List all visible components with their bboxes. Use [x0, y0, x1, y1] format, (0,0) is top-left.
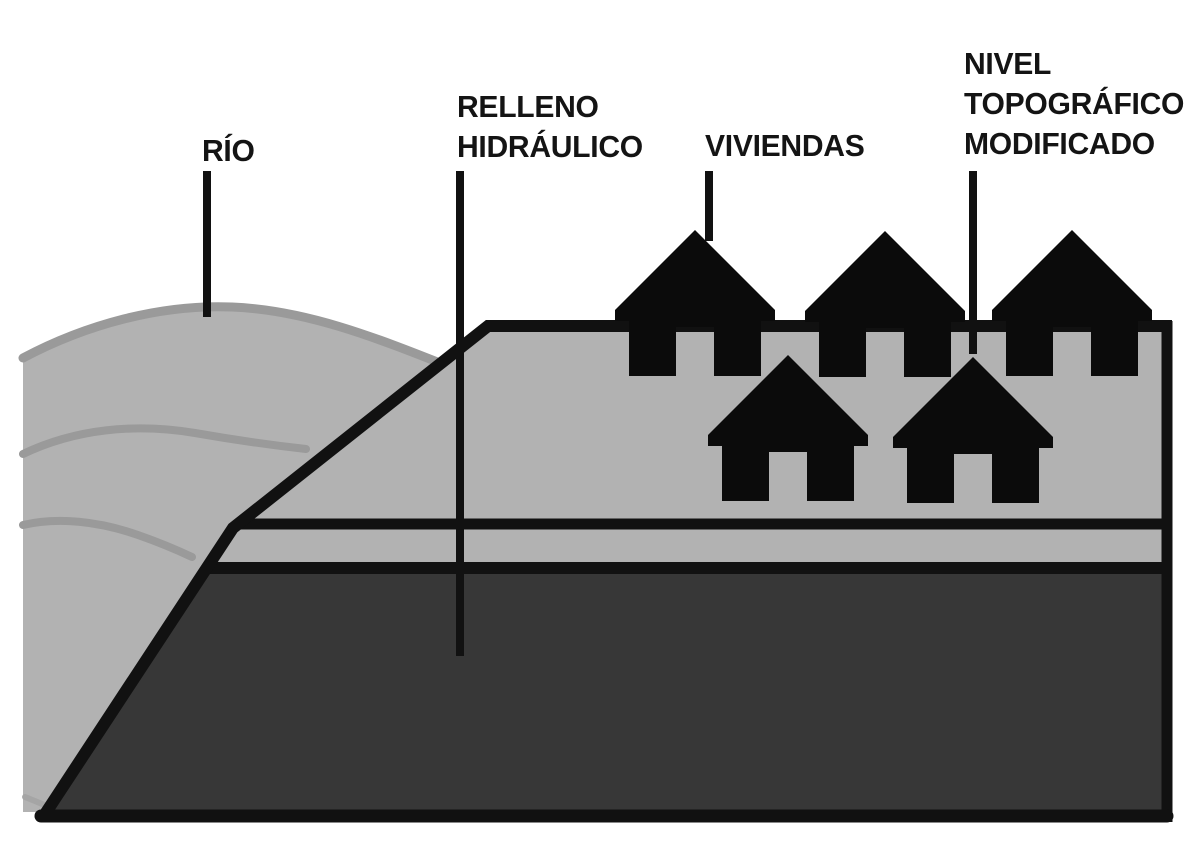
nivel-topografico-modificado-label: NIVEL TOPOGRÁFICO MODIFICADO — [964, 44, 1184, 164]
viviendas-label: VIVIENDAS — [705, 126, 865, 166]
river-surface-outline — [18, 302, 455, 372]
rio-label: RÍO — [202, 131, 255, 171]
rio-label-text: RÍO — [202, 133, 255, 168]
viviendas-label-text: VIVIENDAS — [705, 128, 865, 163]
river-wave-lower — [19, 516, 196, 561]
relleno-hidraulico-label: RELLENO HIDRÁULICO — [457, 87, 643, 167]
relleno-label-line2: HIDRÁULICO — [457, 129, 643, 164]
relleno-label-line1: RELLENO — [457, 89, 599, 124]
river-wave-upper — [19, 424, 310, 458]
nivel-label-line3: MODIFICADO — [964, 126, 1155, 161]
substrate-layer-shape — [42, 562, 1172, 820]
nivel-label-line1: NIVEL — [964, 46, 1052, 81]
nivel-label-line2: TOPOGRÁFICO — [964, 86, 1185, 121]
